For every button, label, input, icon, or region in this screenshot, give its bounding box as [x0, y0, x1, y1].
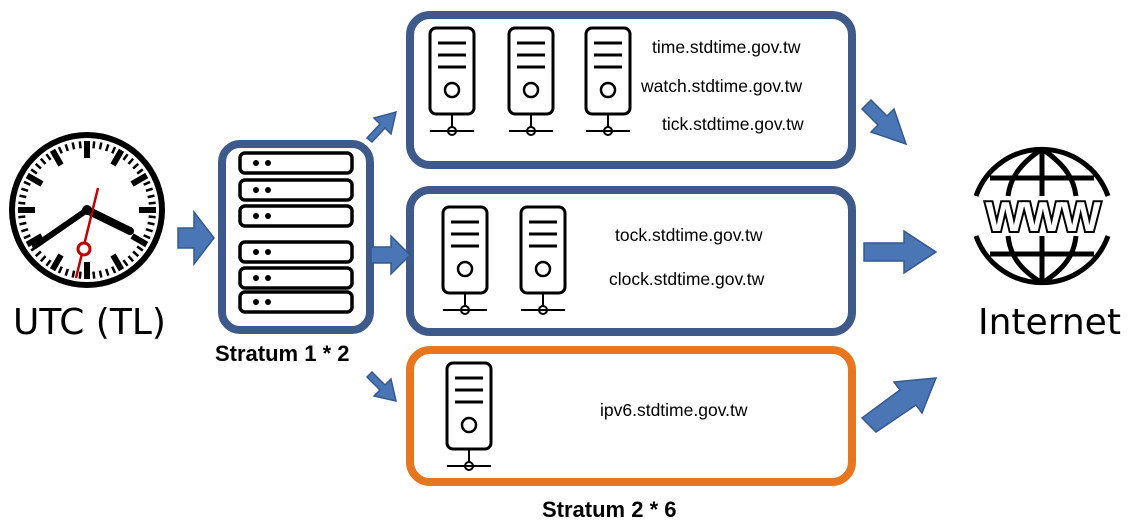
hostname-label: ipv6.stdtime.gov.tw — [600, 400, 748, 420]
internet-label: Internet — [978, 302, 1121, 343]
hostname-label: tock.stdtime.gov.tw — [615, 225, 763, 245]
arrow-icon — [860, 377, 938, 433]
stratum2-label: Stratum 2 * 6 — [542, 497, 677, 522]
arrow-icon — [370, 234, 412, 276]
hostname-label: tick.stdtime.gov.tw — [662, 114, 804, 134]
hostname-label: clock.stdtime.gov.tw — [609, 269, 765, 289]
source-label: UTC (TL) — [13, 302, 166, 343]
stratum1-label: Stratum 1 * 2 — [215, 341, 350, 366]
hostname-label: watch.stdtime.gov.tw — [641, 76, 803, 96]
group-box-ipv6 — [406, 346, 856, 486]
arrow-icon — [177, 209, 215, 267]
www-text: WWW — [986, 193, 1101, 240]
arrow-icon — [863, 229, 938, 275]
clock-icon — [9, 132, 165, 288]
arrow-icon — [365, 110, 398, 144]
hostname-label: time.stdtime.gov.tw — [652, 37, 801, 57]
globe-icon — [973, 146, 1111, 286]
arrow-icon — [365, 370, 397, 402]
arrow-icon — [860, 98, 908, 146]
